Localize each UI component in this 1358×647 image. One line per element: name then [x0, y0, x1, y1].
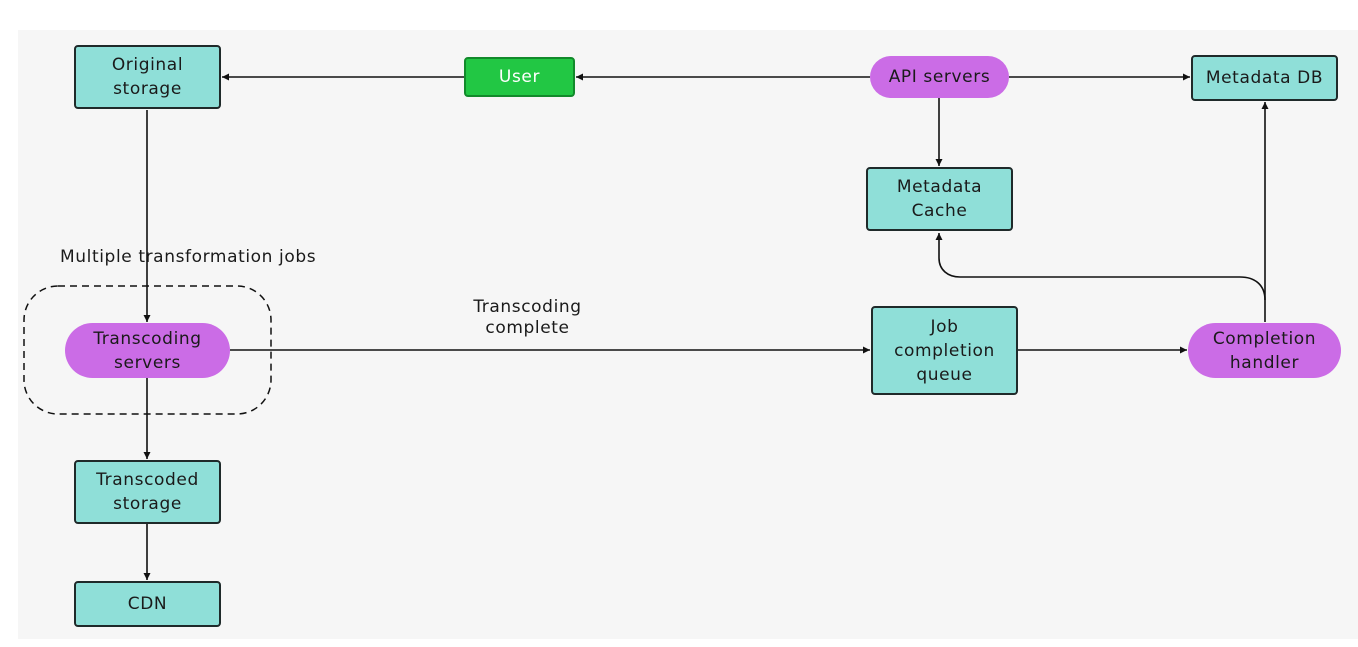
- cdn-node: CDN: [74, 581, 221, 627]
- edge-handler-to-metadata-cache: [935, 233, 1266, 301]
- api-servers-node: API servers: [870, 56, 1009, 98]
- multiple-jobs-label: Multiple transformation jobs: [60, 247, 317, 267]
- user-node: User: [464, 57, 575, 97]
- job-completion-queue-node: Job completion queue: [871, 306, 1018, 395]
- completion-handler-node: Completion handler: [1188, 323, 1341, 378]
- metadata-cache-node: Metadata Cache: [866, 167, 1013, 231]
- transcoding-servers-node: Transcoding servers: [65, 323, 230, 378]
- transcoded-storage-node: Transcoded storage: [74, 460, 221, 524]
- diagram-background: [18, 30, 1358, 639]
- original-storage-node: Original storage: [74, 45, 221, 109]
- metadata-db-node: Metadata DB: [1191, 55, 1338, 101]
- transcoding-jobs-group: [23, 285, 272, 415]
- transcoding-complete-label: Transcoding complete: [473, 297, 582, 338]
